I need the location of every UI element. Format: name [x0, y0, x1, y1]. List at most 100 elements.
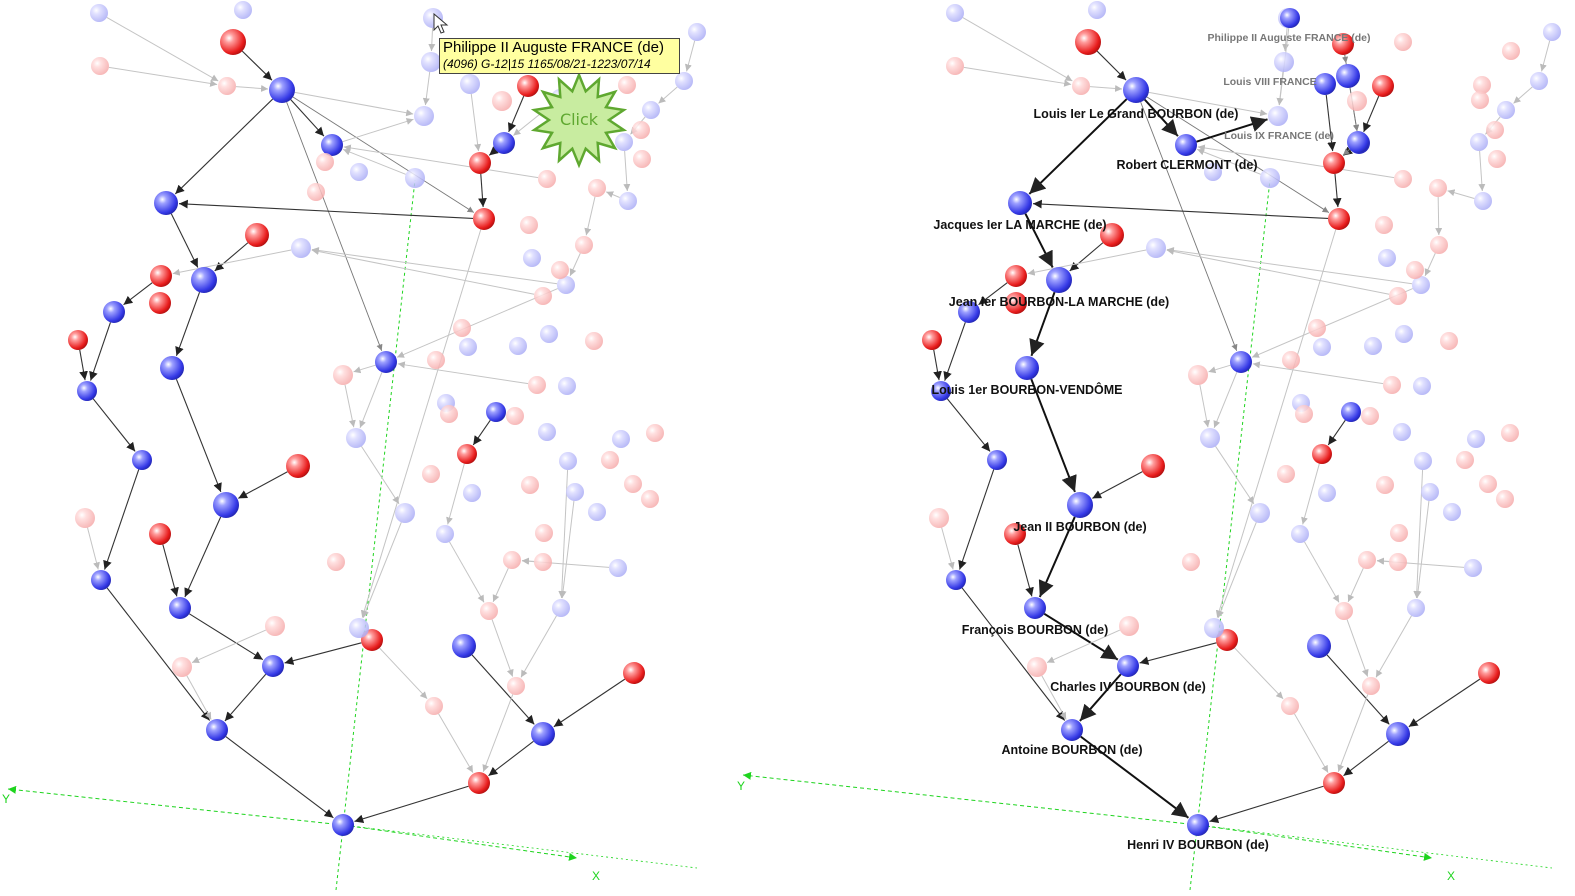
left-graph-view[interactable]: XY [2, 1, 706, 891]
female-person-node[interactable] [333, 365, 353, 385]
female-person-node[interactable] [1308, 319, 1326, 337]
female-person-node[interactable] [1323, 772, 1345, 794]
female-person-node[interactable] [1473, 76, 1491, 94]
male-person-node[interactable] [1291, 525, 1309, 543]
male-person-node[interactable] [191, 267, 217, 293]
female-person-node[interactable] [68, 330, 88, 350]
female-person-node[interactable] [1456, 451, 1474, 469]
female-person-node[interactable] [1486, 121, 1504, 139]
female-person-node[interactable] [1375, 216, 1393, 234]
female-person-node[interactable] [1358, 551, 1376, 569]
male-person-node[interactable] [523, 249, 541, 267]
female-person-node[interactable] [520, 216, 538, 234]
male-person-node[interactable] [421, 52, 441, 72]
female-person-node[interactable] [1072, 77, 1090, 95]
female-person-node[interactable] [929, 508, 949, 528]
male-person-node[interactable] [1393, 423, 1411, 441]
male-person-node[interactable] [931, 381, 951, 401]
male-person-node[interactable] [1274, 52, 1294, 72]
female-person-node[interactable] [1347, 91, 1367, 111]
male-person-node[interactable] [1314, 73, 1336, 95]
female-person-node[interactable] [1335, 602, 1353, 620]
female-person-node[interactable] [327, 553, 345, 571]
female-person-node[interactable] [286, 454, 310, 478]
female-person-node[interactable] [1332, 33, 1354, 55]
female-person-node[interactable] [440, 405, 458, 423]
female-person-node[interactable] [551, 261, 569, 279]
male-person-node[interactable] [1015, 356, 1039, 380]
male-person-node[interactable] [395, 503, 415, 523]
female-person-node[interactable] [1429, 179, 1447, 197]
female-person-node[interactable] [601, 451, 619, 469]
female-person-node[interactable] [1479, 475, 1497, 493]
female-person-node[interactable] [1141, 454, 1165, 478]
male-person-node[interactable] [1187, 814, 1209, 836]
right-nodes[interactable] [922, 1, 1561, 836]
female-person-node[interactable] [453, 319, 471, 337]
male-person-node[interactable] [1268, 106, 1288, 126]
male-person-node[interactable] [1204, 618, 1224, 638]
male-person-node[interactable] [1318, 484, 1336, 502]
male-person-node[interactable] [1061, 719, 1083, 741]
female-person-node[interactable] [1478, 662, 1500, 684]
female-person-node[interactable] [1502, 42, 1520, 60]
male-person-node[interactable] [1407, 599, 1425, 617]
male-person-node[interactable] [615, 133, 633, 151]
female-person-node[interactable] [172, 657, 192, 677]
female-person-node[interactable] [528, 376, 546, 394]
female-person-node[interactable] [1295, 405, 1313, 423]
male-person-node[interactable] [1413, 377, 1431, 395]
male-person-node[interactable] [557, 276, 575, 294]
male-person-node[interactable] [493, 132, 515, 154]
male-person-node[interactable] [1260, 168, 1280, 188]
female-person-node[interactable] [422, 465, 440, 483]
male-person-node[interactable] [269, 77, 295, 103]
male-person-node[interactable] [1443, 503, 1461, 521]
female-person-node[interactable] [218, 77, 236, 95]
male-person-node[interactable] [540, 325, 558, 343]
female-person-node[interactable] [1005, 265, 1027, 287]
male-person-node[interactable] [1395, 325, 1413, 343]
female-person-node[interactable] [427, 351, 445, 369]
male-person-node[interactable] [1088, 1, 1106, 19]
male-person-node[interactable] [1497, 101, 1515, 119]
male-person-node[interactable] [1347, 131, 1369, 153]
male-person-node[interactable] [946, 570, 966, 590]
male-person-node[interactable] [1200, 428, 1220, 448]
male-person-node[interactable] [1175, 134, 1197, 156]
female-person-node[interactable] [245, 223, 269, 247]
female-person-node[interactable] [1312, 444, 1332, 464]
male-person-node[interactable] [612, 430, 630, 448]
male-person-node[interactable] [452, 634, 476, 658]
female-person-node[interactable] [307, 183, 325, 201]
male-person-node[interactable] [90, 4, 108, 22]
male-person-node[interactable] [463, 484, 481, 502]
male-person-node[interactable] [1470, 133, 1488, 151]
male-person-node[interactable] [609, 559, 627, 577]
male-person-node[interactable] [558, 377, 576, 395]
male-person-node[interactable] [169, 597, 191, 619]
male-person-node[interactable] [459, 338, 477, 356]
male-person-node[interactable] [1067, 492, 1093, 518]
female-person-node[interactable] [1501, 424, 1519, 442]
female-person-node[interactable] [1027, 657, 1047, 677]
male-person-node[interactable] [1307, 634, 1331, 658]
female-person-node[interactable] [633, 150, 651, 168]
female-person-node[interactable] [534, 287, 552, 305]
male-person-node[interactable] [1412, 276, 1430, 294]
female-person-node[interactable] [646, 424, 664, 442]
female-person-node[interactable] [75, 508, 95, 528]
male-person-node[interactable] [1146, 238, 1166, 258]
male-person-node[interactable] [1474, 192, 1492, 210]
female-person-node[interactable] [1389, 553, 1407, 571]
female-person-node[interactable] [1440, 332, 1458, 350]
male-person-node[interactable] [559, 452, 577, 470]
female-person-node[interactable] [265, 616, 285, 636]
male-person-node[interactable] [349, 618, 369, 638]
male-person-node[interactable] [946, 4, 964, 22]
female-person-node[interactable] [632, 121, 650, 139]
female-person-node[interactable] [585, 332, 603, 350]
female-person-node[interactable] [517, 75, 539, 97]
male-person-node[interactable] [675, 72, 693, 90]
